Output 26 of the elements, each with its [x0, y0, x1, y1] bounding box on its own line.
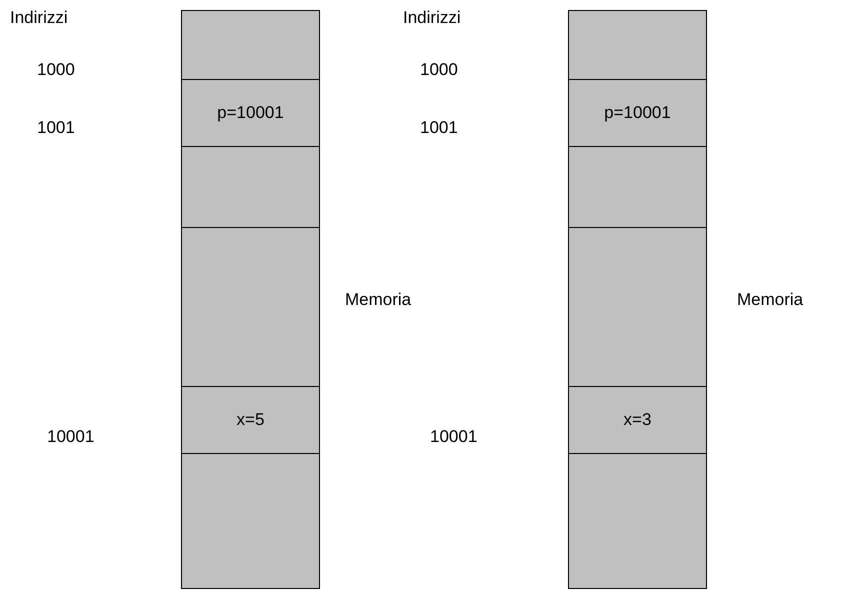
memory-cell — [181, 79, 320, 147]
memory-cell — [568, 227, 707, 387]
address-label: 10001 — [430, 427, 478, 447]
memory-cell — [568, 146, 707, 228]
address-label: 1001 — [37, 118, 75, 138]
cell-value: p=10001 — [217, 103, 284, 123]
address-label: 1000 — [37, 60, 75, 80]
memory-cell — [181, 386, 320, 454]
address-label: 1000 — [420, 60, 458, 80]
cell-value: p=10001 — [604, 103, 671, 123]
memory-cell — [181, 227, 320, 387]
cell-value: x=5 — [236, 410, 264, 430]
memory-label: Memoria — [737, 290, 804, 310]
memory-cell — [568, 453, 707, 589]
memory-cell — [568, 10, 707, 80]
memory-cell — [568, 386, 707, 454]
memory-cell — [181, 453, 320, 589]
memory-cell — [181, 10, 320, 80]
address-label: 10001 — [47, 427, 94, 447]
column-heading: Indirizzi — [10, 8, 68, 28]
memory-label: Memoria — [345, 290, 412, 310]
memory-cell — [181, 146, 320, 228]
address-label: 1001 — [420, 118, 458, 138]
memory-cell — [568, 79, 707, 147]
column-heading: Indirizzi — [403, 8, 461, 28]
cell-value: x=3 — [624, 410, 652, 430]
